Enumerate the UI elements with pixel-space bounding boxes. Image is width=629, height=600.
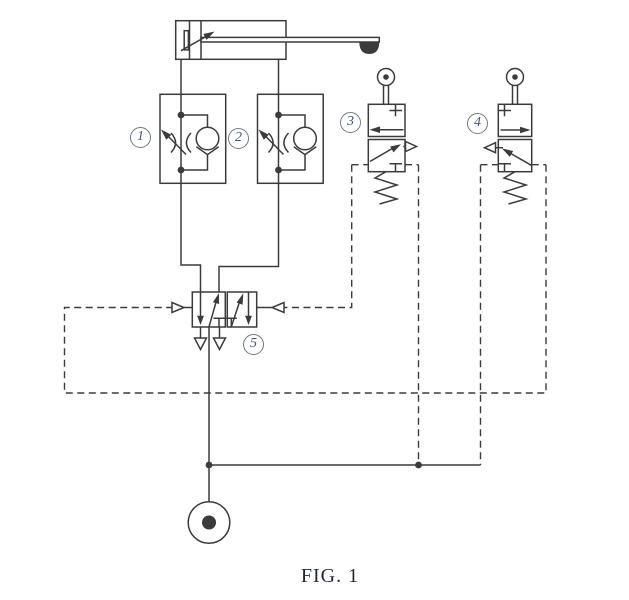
cushion-adjust-arrow-shaft [180, 35, 207, 52]
valve1-branch-bottom [181, 154, 209, 171]
exhaust-triangle [193, 337, 208, 352]
working-lines [180, 183, 280, 292]
pressure-source-dot [202, 515, 216, 530]
throttle-adjust-arrowhead [161, 129, 172, 140]
roller-stem [511, 85, 519, 105]
roller-pin-dot [383, 74, 389, 80]
valve4-flow-arrowhead [520, 126, 531, 134]
junction-dot [275, 166, 282, 174]
roller-valve-4 [482, 67, 533, 205]
pilot-triangle-left [171, 301, 186, 314]
label-flow-control-valve-1: 1 [130, 127, 151, 148]
valve5-arrowhead [236, 293, 244, 305]
exhaust-triangle [482, 141, 497, 154]
valve5-arrowhead [245, 315, 252, 325]
check-valve-ball [195, 126, 220, 151]
valve5-blocked-port-right [225, 317, 237, 327]
junction-dot [205, 461, 213, 469]
throttle-arc-left [267, 132, 274, 154]
valve3-diagonal-shaft [369, 146, 395, 163]
valve3-flow-arrowhead [369, 126, 380, 133]
valve3-blocked-port-bottom [389, 162, 402, 172]
throttle-adjust-arrowhead [258, 129, 269, 140]
valve2-branch-top [278, 114, 306, 128]
cylinder [174, 19, 381, 95]
valve2-branch-bottom [278, 154, 306, 171]
valve5-flow-diagonal-right [230, 298, 242, 328]
valve4-top-box [497, 103, 533, 138]
valve4-diagonal-shaft [508, 151, 532, 166]
flow-control-valve-2 [256, 93, 324, 185]
pilot-triangle-right [270, 301, 285, 314]
label-roller-valve-3: 3 [340, 112, 361, 133]
label-roller-valve-4: 4 [467, 113, 488, 134]
spring-icon [501, 171, 529, 205]
valve3-top-box [367, 103, 406, 138]
valve1-branch-top [181, 114, 209, 128]
supply-lines [205, 326, 481, 502]
pilot-line-valve3-to-valve5 [284, 164, 353, 309]
working-line-left [180, 183, 202, 292]
directional-valve-5 [171, 291, 285, 352]
junction-dot [275, 111, 282, 119]
pressure-source [187, 500, 231, 545]
valve4-blocked-port-bottom [498, 162, 511, 172]
valve5-arrowhead [212, 293, 220, 304]
valve5-arrowhead [197, 315, 204, 325]
pilot-lines [63, 164, 547, 465]
valve5-blocked-port-left [213, 317, 225, 327]
valve3-bottom-box [367, 138, 406, 173]
pilot-line-valve4-to-valve5 [63, 164, 547, 394]
valve3-diagonal-arrowhead [390, 144, 401, 153]
cushion-box [183, 29, 190, 51]
spring-icon [372, 171, 400, 205]
figure-caption: FIG. 1 [300, 565, 360, 587]
roller-valve-3 [367, 67, 419, 205]
check-valve-ball [292, 126, 318, 151]
throttle-arc-left [170, 132, 177, 154]
valve4-blocked-port-top [498, 104, 511, 117]
junction-dot [415, 461, 422, 469]
throttle-arc-right [185, 132, 192, 154]
piston-rod [200, 36, 381, 43]
valve5-left-box [191, 291, 227, 328]
working-line-right [218, 183, 280, 292]
junction-dot [177, 166, 185, 174]
exhaust-triangle [404, 140, 419, 153]
label-directional-valve-5: 5 [243, 334, 264, 355]
junction-dot [177, 111, 185, 119]
cushion-adjust-arrowhead [203, 31, 215, 40]
roller-stem [382, 85, 390, 105]
roller-pin-dot [512, 74, 518, 80]
exhaust-triangle [212, 337, 227, 352]
valve3-blocked-port-top [389, 104, 402, 117]
valve4-diagonal-arrowhead [502, 148, 514, 157]
flow-control-valve-1 [159, 93, 227, 185]
label-flow-control-valve-2: 2 [228, 128, 249, 149]
throttle-arc-right [283, 132, 290, 154]
valve5-flow-diagonal-left [208, 300, 218, 328]
rod-end-knob [359, 41, 380, 54]
